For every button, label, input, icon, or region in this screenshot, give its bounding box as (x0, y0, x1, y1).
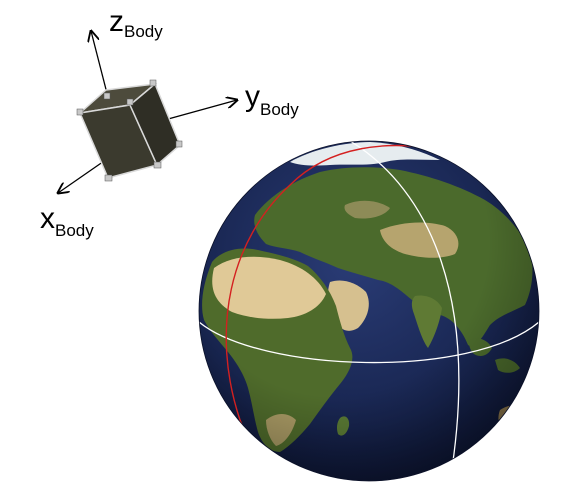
satellite-cube (76, 79, 183, 182)
z-body-label: zBody (109, 5, 163, 41)
equator-line (199, 321, 539, 364)
earth-globe (198, 140, 540, 482)
y-body-label: yBody (245, 80, 299, 119)
meridian-line (349, 141, 460, 481)
x-body-label: xBody (40, 202, 94, 240)
